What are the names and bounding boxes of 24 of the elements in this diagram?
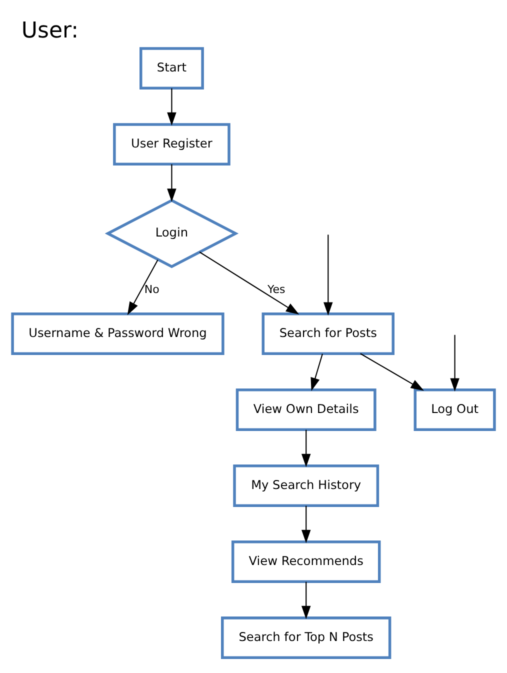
node-box: Search for Top N Posts [221,616,392,659]
node-box: Start [140,47,204,90]
edge-label: No [144,282,160,296]
node-box: Search for Posts [262,312,394,355]
node-box: View Recommends [231,540,381,583]
diagram-title: User: [21,18,79,44]
arrow [199,252,300,314]
arrow [324,234,333,316]
node-box: Log Out [414,388,496,431]
arrow [301,430,311,468]
arrow [301,582,311,620]
arrow [167,88,176,126]
arrow [301,506,311,544]
node-box: User Register [113,123,230,166]
arrow [127,260,158,316]
node-box: My Search History [233,464,380,507]
arrow [310,354,323,392]
node-box: Username & Password Wrong [11,312,224,355]
arrow [167,164,176,202]
edge-label: Yes [267,282,286,296]
node-diamond: Login [104,198,239,268]
node-box: View Own Details [236,388,376,431]
arrow [450,334,460,392]
arrow [360,353,424,391]
